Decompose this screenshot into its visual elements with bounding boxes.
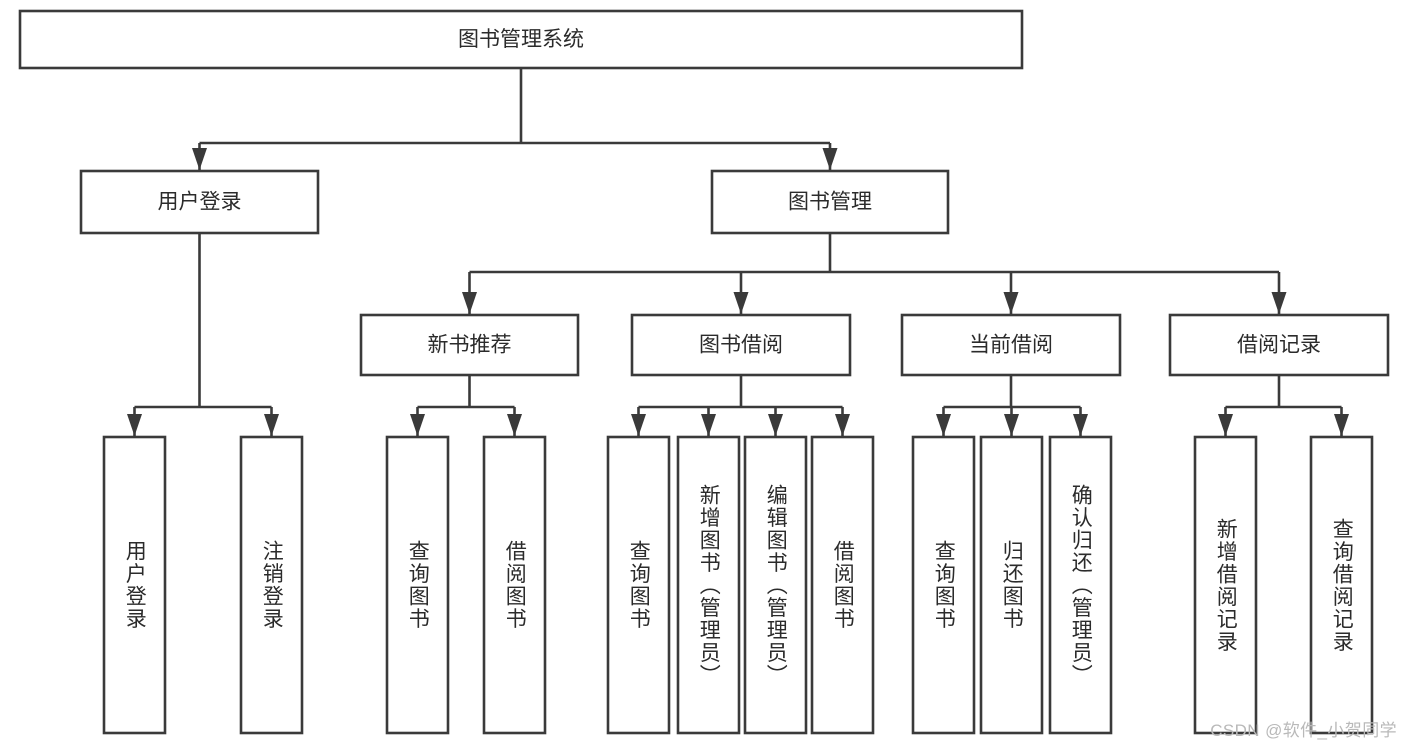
- node-box-level2-0: [79, 169, 320, 235]
- node-label-level2-0: 用户登录: [158, 191, 242, 214]
- node-box-leaf-1: [239, 435, 304, 735]
- node-box-leaf-4: [606, 435, 671, 735]
- node-label-root: 图书管理系统: [458, 28, 584, 51]
- node-box-level3-3: [1168, 313, 1390, 377]
- node-box-leaf-6: [743, 435, 808, 735]
- node-label-level2-1: 图书管理: [788, 191, 872, 214]
- node-box-leaf-8: [911, 435, 976, 735]
- node-box-leaf-12: [1309, 435, 1374, 735]
- node-label-level3-0: 新书推荐: [428, 334, 512, 357]
- watermark: CSDN @软件_小贺同学: [1210, 721, 1397, 740]
- node-box-level3-2: [900, 313, 1122, 377]
- connector-layer: [127, 68, 1349, 436]
- node-box-leaf-2: [385, 435, 450, 735]
- node-box-leaf-11: [1193, 435, 1258, 735]
- node-box-leaf-0: [102, 435, 167, 735]
- node-box-leaf-5: [676, 435, 741, 735]
- node-box-level2-1: [710, 169, 950, 235]
- node-box-level3-0: [359, 313, 580, 377]
- node-box-leaf-3: [482, 435, 547, 735]
- node-box-leaf-10: [1048, 435, 1113, 735]
- node-label-level3-1: 图书借阅: [699, 334, 783, 357]
- node-label-level3-2: 当前借阅: [969, 334, 1053, 357]
- node-box-level3-1: [630, 313, 852, 377]
- node-box-root: [18, 9, 1024, 70]
- node-box-leaf-7: [810, 435, 875, 735]
- node-box-leaf-9: [979, 435, 1044, 735]
- node-box-layer: [18, 9, 1390, 735]
- node-label-level3-3: 借阅记录: [1237, 334, 1321, 357]
